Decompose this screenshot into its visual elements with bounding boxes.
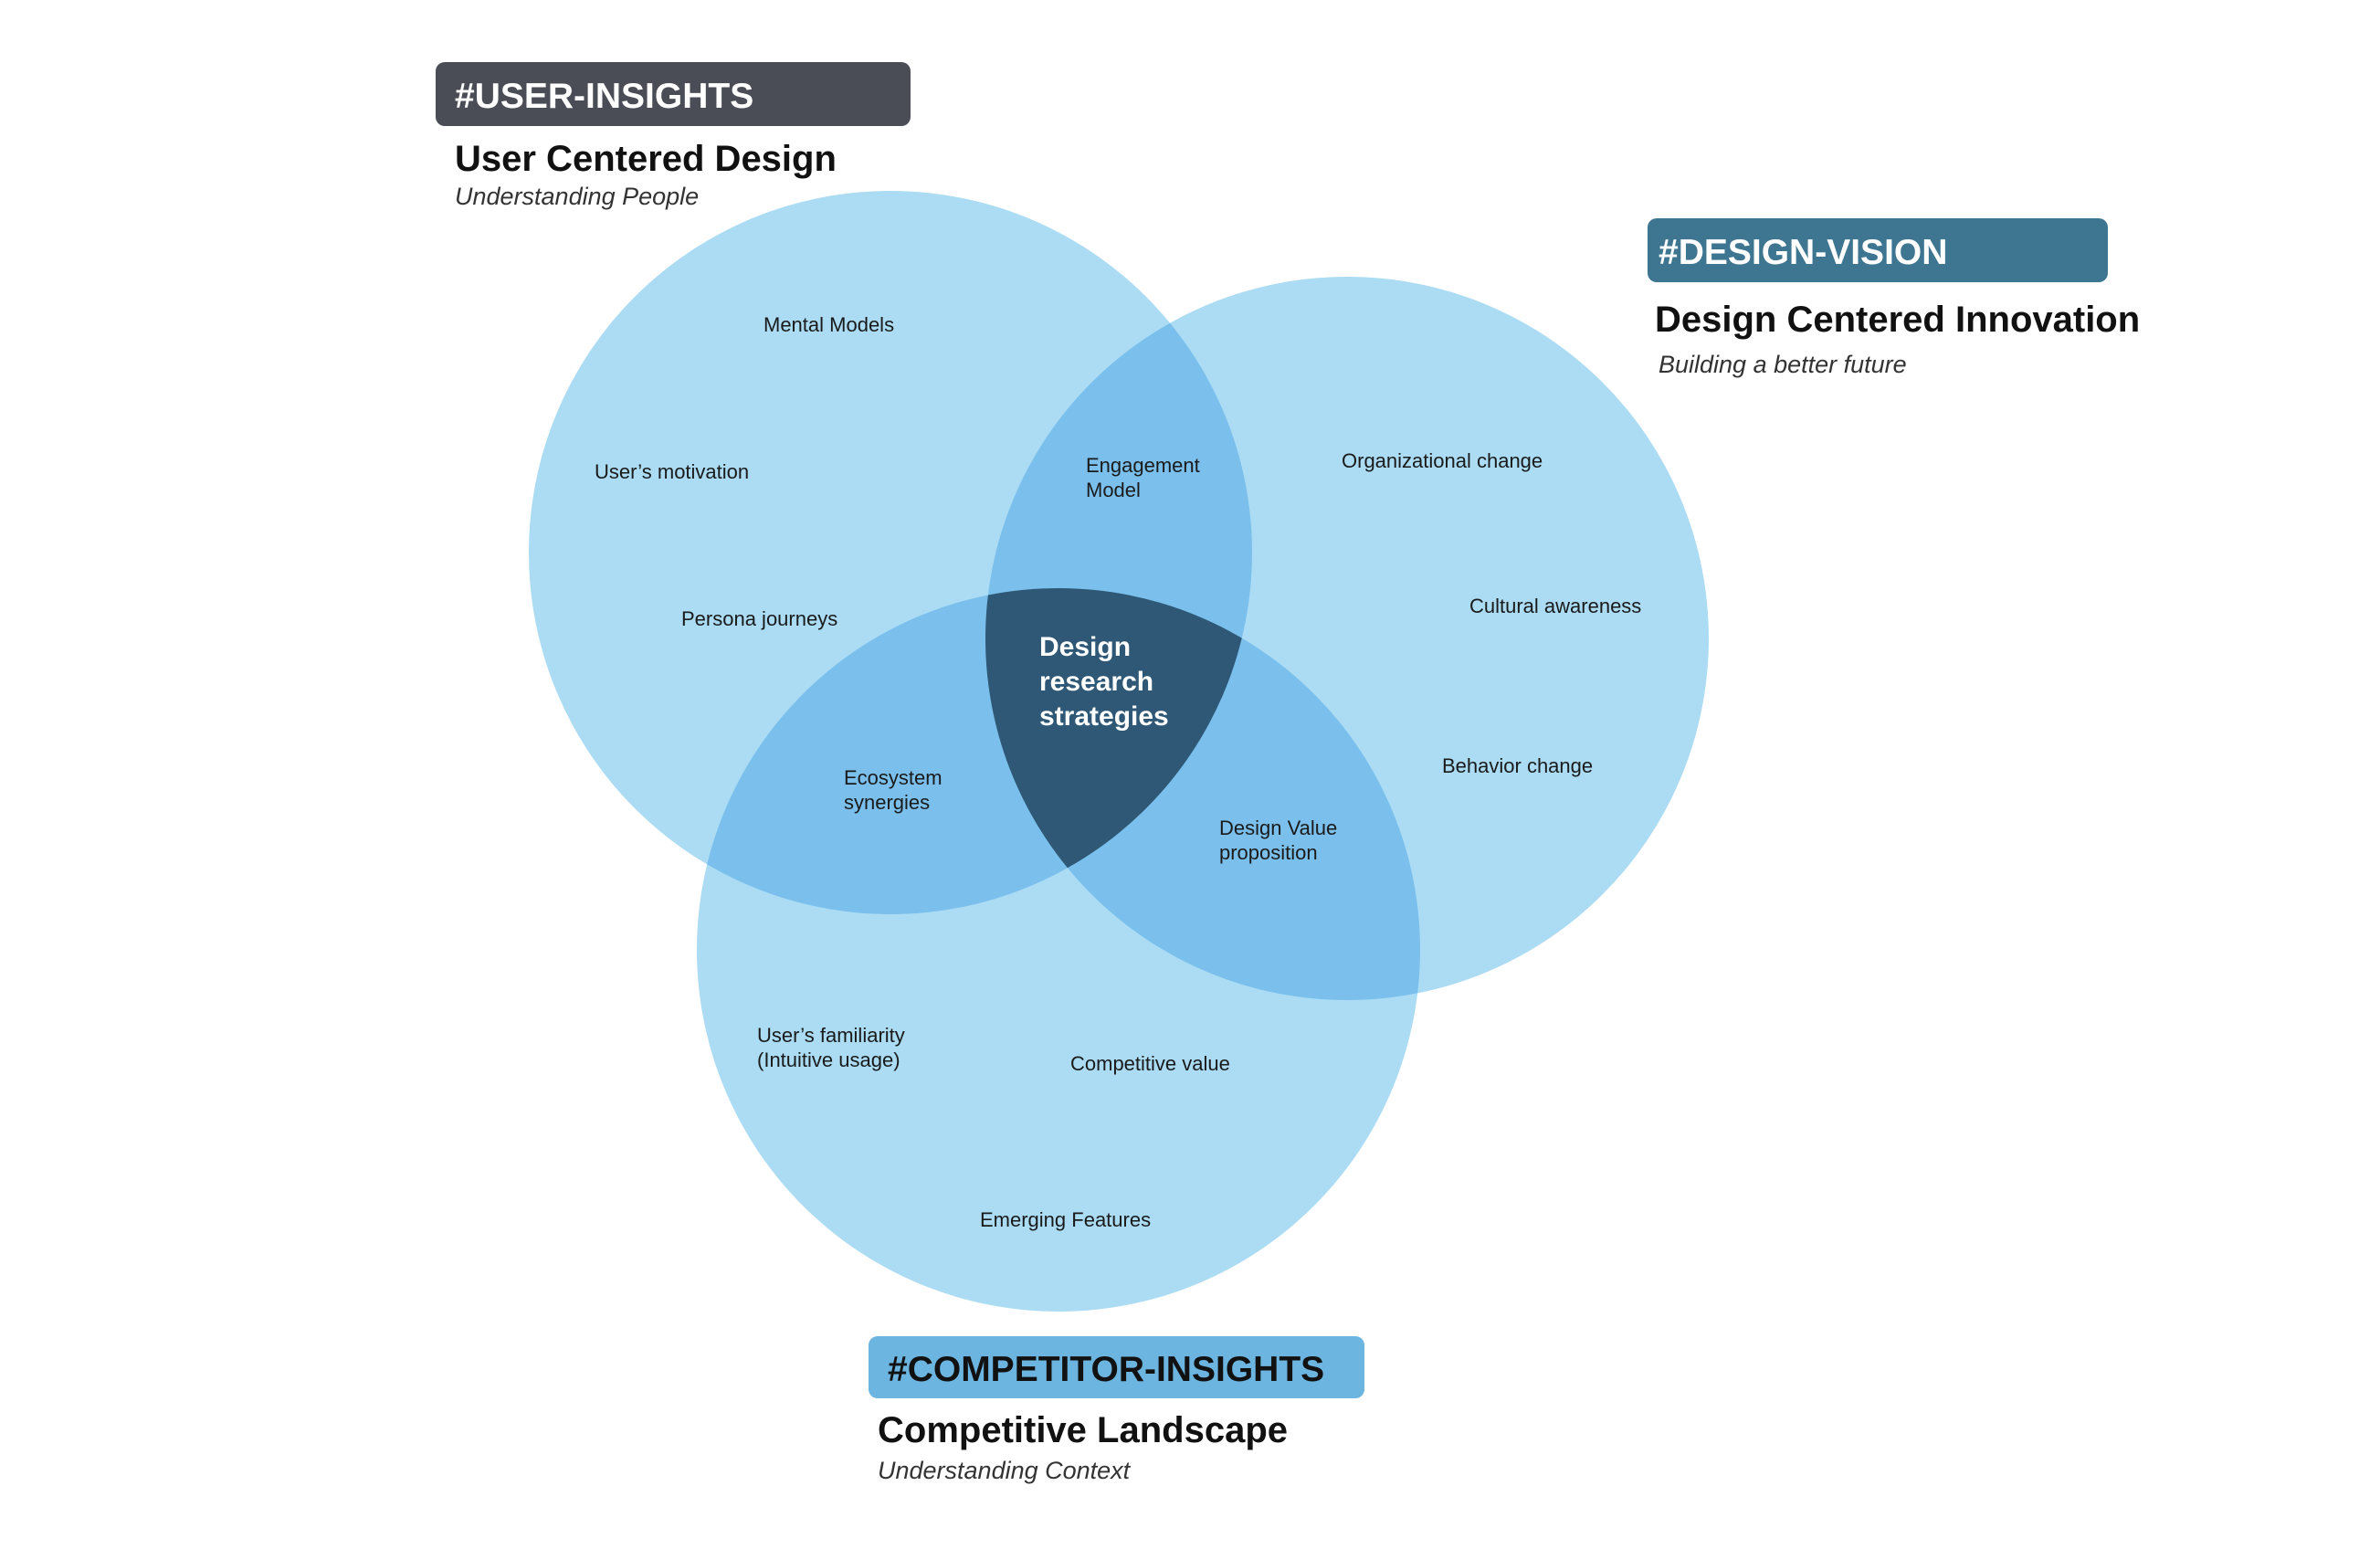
tag-competitor-insights: #COMPETITOR-INSIGHTS: [888, 1350, 1324, 1389]
overlap-label-engagement-model: Engagement Model: [1086, 454, 1206, 501]
item-competitive-value: Competitive value: [1070, 1052, 1230, 1075]
item-emerging-features: Emerging Features: [980, 1208, 1151, 1231]
item-users-familiarity: User’s familiarity (Intuitive usage): [757, 1024, 911, 1071]
subtitle-understanding-people: Understanding People: [455, 183, 699, 210]
item-persona-journeys: Persona journeys: [681, 607, 837, 630]
center-label-design-research-strategies: Design research strategies: [1039, 632, 1169, 732]
overlap-label-design-value-proposition: Design Value proposition: [1219, 817, 1343, 864]
heading-competitive-landscape: Competitive Landscape: [878, 1410, 1288, 1450]
item-users-motivation: User’s motivation: [595, 460, 749, 483]
tag-user-insights-badge: [436, 62, 911, 126]
tag-design-vision-badge: [1648, 218, 2108, 282]
heading-user-centered-design: User Centered Design: [455, 139, 837, 179]
overlap-label-ecosystem-synergies: Ecosystem synergies: [844, 766, 948, 814]
item-mental-models: Mental Models: [763, 313, 894, 336]
subtitle-understanding-context: Understanding Context: [878, 1457, 1132, 1484]
subtitle-building-a-better-future: Building a better future: [1659, 351, 1907, 378]
tag-user-insights: #USER-INSIGHTS: [455, 77, 753, 116]
heading-design-centered-innovation: Design Centered Innovation: [1655, 300, 2140, 340]
item-cultural-awareness: Cultural awareness: [1469, 595, 1641, 617]
tag-design-vision: #DESIGN-VISION: [1659, 233, 1947, 272]
item-behavior-change: Behavior change: [1442, 754, 1593, 777]
item-organizational-change: Organizational change: [1342, 449, 1543, 472]
tag-competitor-insights-badge: [869, 1336, 1364, 1398]
